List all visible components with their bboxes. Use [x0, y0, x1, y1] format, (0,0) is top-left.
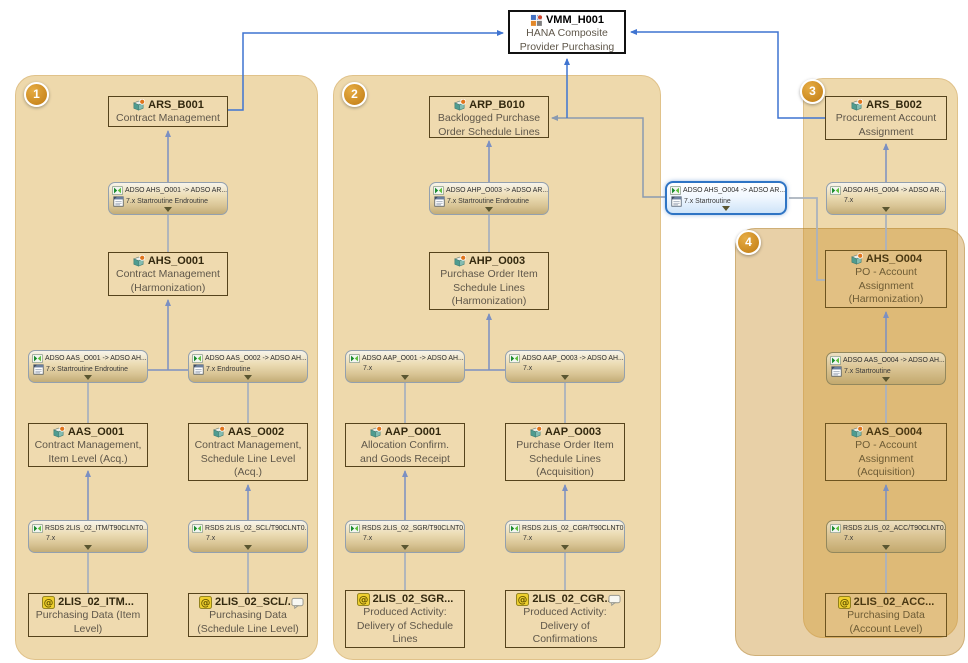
group-number-3: 3 [800, 79, 825, 104]
transformation-icon [32, 523, 43, 534]
node-adso-aas-o001[interactable]: AAS_O001 Contract Management, Item Level… [28, 423, 148, 467]
node-title: VMM_H001 [545, 14, 605, 26]
transformation-icon [830, 185, 841, 196]
transformation-icon [192, 523, 203, 534]
node-adso-aap-o003[interactable]: AAP_O003 Purchase Order Item Schedule Li… [505, 423, 625, 481]
transformation-icon [349, 353, 360, 364]
node-adso-ahp-o003[interactable]: AHP_O003 Purchase Order Item Schedule Li… [429, 252, 549, 310]
node-adso-aap-o001[interactable]: AAP_O001 Allocation Confirm. and Goods R… [345, 423, 465, 467]
group-number-2: 2 [342, 82, 367, 107]
comment-icon[interactable] [608, 594, 621, 606]
transformation-icon [509, 353, 520, 364]
adso-icon [132, 99, 145, 112]
routine-icon [193, 364, 204, 375]
transformation-rsds-2lis-02-acc[interactable]: RSDS 2LIS_02_ACC/T90CLNT0... 7.x [826, 520, 946, 553]
expand-arrow-icon[interactable] [561, 545, 569, 550]
transformation-icon [433, 185, 444, 196]
expand-arrow-icon[interactable] [401, 375, 409, 380]
adso-icon [453, 255, 466, 268]
composite-provider-icon [530, 14, 543, 27]
node-adso-ahs-o001[interactable]: AHS_O001 Contract Management (Harmonizat… [108, 252, 228, 296]
group-number-4: 4 [736, 230, 761, 255]
expand-arrow-icon[interactable] [561, 375, 569, 380]
expand-arrow-icon[interactable] [485, 207, 493, 212]
node-adso-aas-o002[interactable]: AAS_O002 Contract Management, Schedule L… [188, 423, 308, 481]
comment-icon[interactable] [291, 597, 304, 609]
transformation-aap-o001-to-ahp-o003[interactable]: ADSO AAP_O001 -> ADSO AH... 7.x [345, 350, 465, 383]
expand-arrow-icon[interactable] [722, 206, 730, 211]
expand-arrow-icon[interactable] [244, 375, 252, 380]
node-datasource-2lis-02-sgr[interactable]: 2LIS_02_SGR... Produced Activity: Delive… [345, 590, 465, 648]
transformation-icon [670, 185, 681, 196]
routine-icon [113, 196, 124, 207]
adso-icon [212, 426, 225, 439]
transformation-icon [830, 355, 841, 366]
routine-icon [434, 196, 445, 207]
adso-icon [850, 253, 863, 266]
expand-arrow-icon[interactable] [84, 545, 92, 550]
adso-icon [369, 426, 382, 439]
adso-icon [850, 426, 863, 439]
transformation-ahs-o004-to-arp-b010-selected[interactable]: ADSO AHS_O004 -> ADSO AR... 7.x Startrou… [665, 181, 787, 215]
node-datasource-2lis-02-cgr[interactable]: 2LIS_02_CGR... Produced Activity: Delive… [505, 590, 625, 648]
transformation-ahp-o003-to-arp-b010[interactable]: ADSO AHP_O003 -> ADSO AR... 7.x Startrou… [429, 182, 549, 215]
transformation-aas-o001-to-ahs-o001[interactable]: ADSO AAS_O001 -> ADSO AH... 7.x Startrou… [28, 350, 148, 383]
node-adso-ars-b001[interactable]: ARS_B001 Contract Management [108, 96, 228, 127]
transformation-aap-o003-to-ahp-o003[interactable]: ADSO AAP_O003 -> ADSO AH... 7.x [505, 350, 625, 383]
transformation-aas-o002-to-ahs-o001[interactable]: ADSO AAS_O002 -> ADSO AH... 7.x Endrouti… [188, 350, 308, 383]
adso-icon [453, 99, 466, 112]
node-adso-aas-o004[interactable]: AAS_O004 PO - Account Assignment (Acquis… [825, 423, 947, 481]
datasource-icon [516, 593, 529, 606]
transformation-rsds-2lis-02-cgr[interactable]: RSDS 2LIS_02_CGR/T90CLNT0... 7.x [505, 520, 625, 553]
expand-arrow-icon[interactable] [84, 375, 92, 380]
adso-icon [52, 426, 65, 439]
transformation-rsds-2lis-02-scl[interactable]: RSDS 2LIS_02_SCL/T90CLNT0... 7.x [188, 520, 308, 553]
transformation-icon [32, 353, 43, 364]
datasource-icon [357, 593, 370, 606]
group-number-1: 1 [24, 82, 49, 107]
expand-arrow-icon[interactable] [882, 207, 890, 212]
expand-arrow-icon[interactable] [882, 545, 890, 550]
transformation-ahs-o001-to-ars-b001[interactable]: ADSO AHS_O001 -> ADSO AR... 7.x Startrou… [108, 182, 228, 215]
transformation-icon [192, 353, 203, 364]
expand-arrow-icon[interactable] [164, 207, 172, 212]
node-adso-arp-b010[interactable]: ARP_B010 Backlogged Purchase Order Sched… [429, 96, 549, 138]
datasource-icon [199, 596, 212, 609]
transformation-icon [349, 523, 360, 534]
expand-arrow-icon[interactable] [244, 545, 252, 550]
transformation-ahs-o004-to-ars-b002[interactable]: ADSO AHS_O004 -> ADSO AR... 7.x [826, 182, 946, 215]
transformation-icon [509, 523, 520, 534]
node-datasource-2lis-02-itm[interactable]: 2LIS_02_ITM... Purchasing Data (Item Lev… [28, 593, 148, 637]
transformation-rsds-2lis-02-sgr[interactable]: RSDS 2LIS_02_SGR/T90CLNT0... 7.x [345, 520, 465, 553]
node-adso-ahs-o004[interactable]: AHS_O004 PO - Account Assignment (Harmon… [825, 250, 947, 308]
routine-icon [831, 366, 842, 377]
node-composite-provider-vmm-h001[interactable]: VMM_H001 HANA Composite Provider Purchas… [508, 10, 626, 54]
adso-icon [132, 255, 145, 268]
transformation-icon [112, 185, 123, 196]
node-datasource-2lis-02-scl[interactable]: 2LIS_02_SCL/... Purchasing Data (Schedul… [188, 593, 308, 637]
adso-icon [850, 99, 863, 112]
transformation-icon [830, 523, 841, 534]
transformation-aas-o004-to-ahs-o004[interactable]: ADSO AAS_O004 -> ADSO AH... 7.x Startrou… [826, 352, 946, 385]
expand-arrow-icon[interactable] [882, 377, 890, 382]
routine-icon [33, 364, 44, 375]
node-datasource-2lis-02-acc[interactable]: 2LIS_02_ACC... Purchasing Data (Account … [825, 593, 947, 637]
routine-icon [671, 196, 682, 207]
transformation-rsds-2lis-02-itm[interactable]: RSDS 2LIS_02_ITM/T90CLNT0... 7.x [28, 520, 148, 553]
expand-arrow-icon[interactable] [401, 545, 409, 550]
datasource-icon [42, 596, 55, 609]
node-adso-ars-b002[interactable]: ARS_B002 Procurement Account Assignment [825, 96, 947, 140]
datasource-icon [838, 596, 851, 609]
adso-icon [529, 426, 542, 439]
